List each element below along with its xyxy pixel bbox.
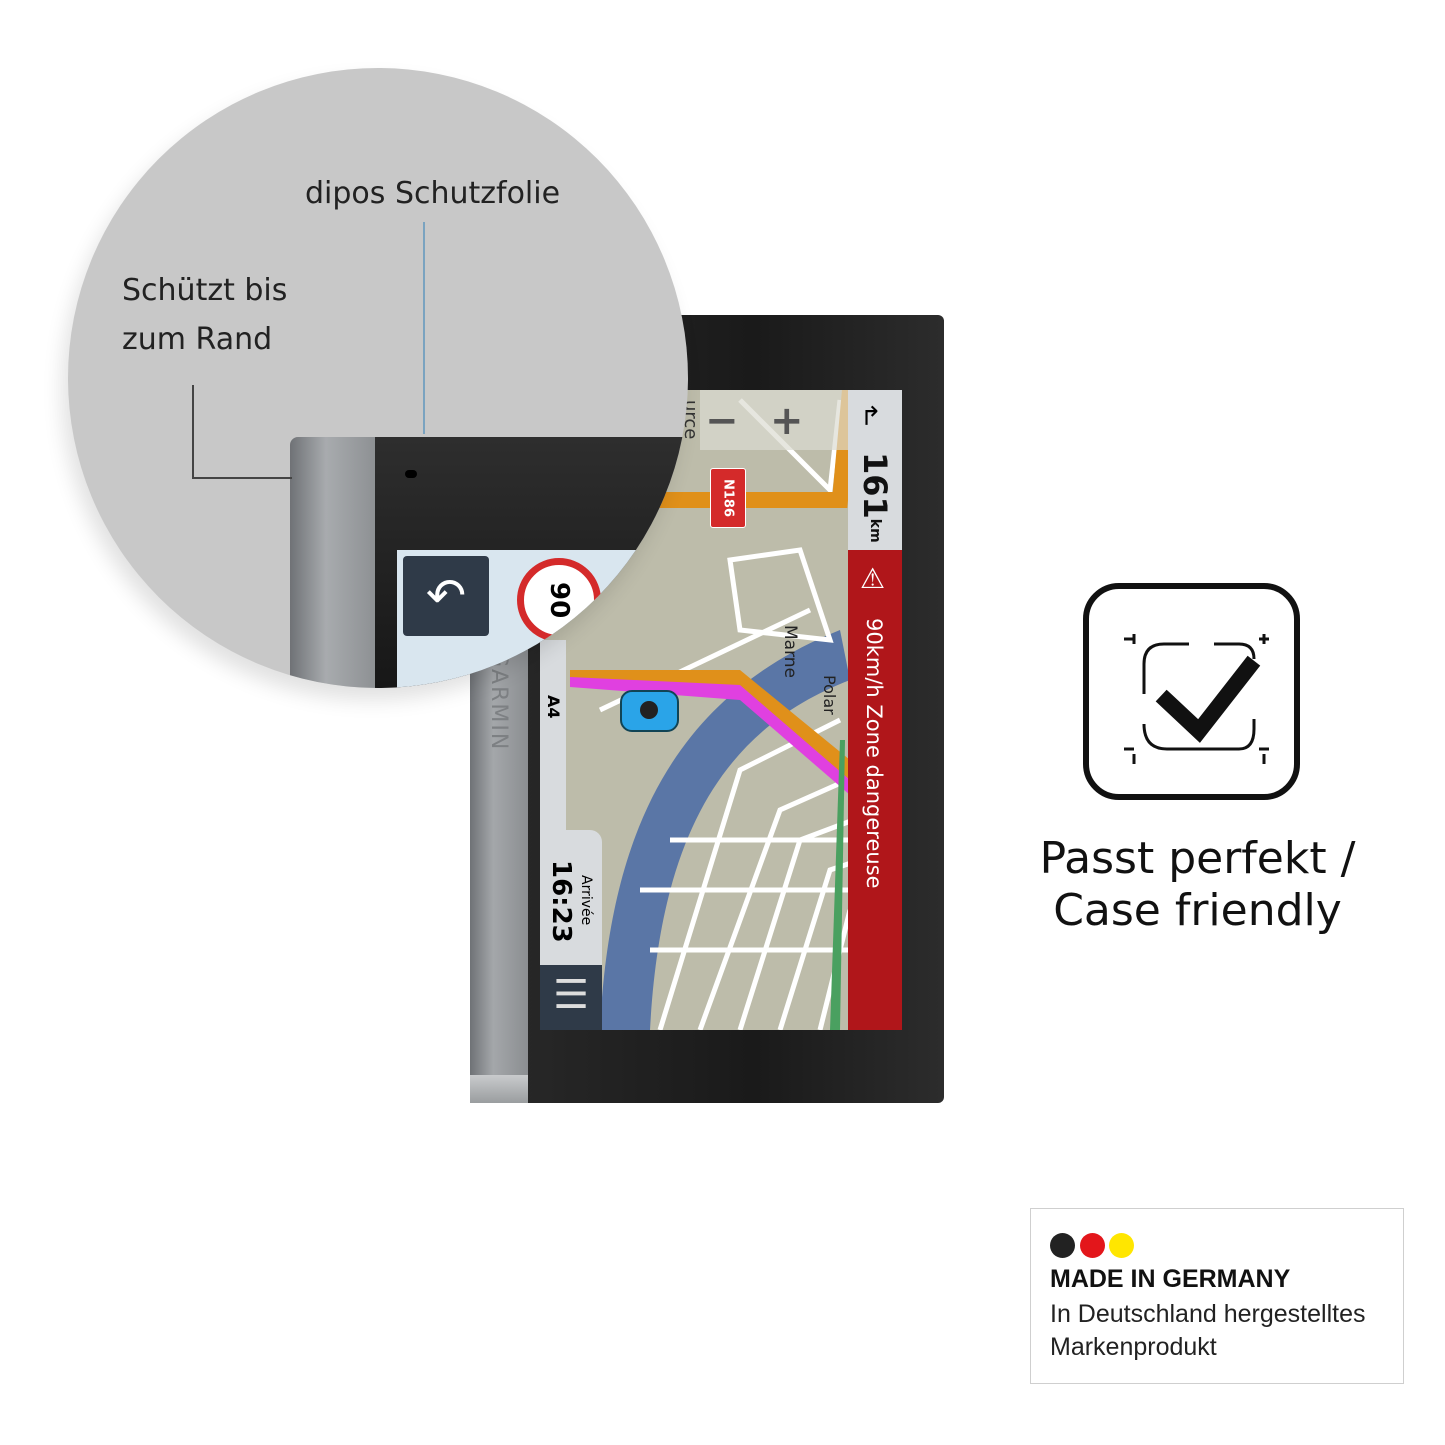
edge-label-line2: zum Rand xyxy=(122,322,273,357)
u-turn-icon: ↶ xyxy=(403,556,489,636)
speed-limit-sign: 90 xyxy=(517,558,601,642)
current-road: A4 xyxy=(544,695,563,719)
street-label: Polar xyxy=(820,675,839,715)
river-label: Marne xyxy=(780,625,800,679)
warning-text: 90km/h Zone dangereuse xyxy=(862,618,886,889)
arrival-time: 16:23 xyxy=(546,860,576,943)
sensor xyxy=(405,470,417,478)
turn-arrow-icon: ↱ xyxy=(860,402,882,432)
river xyxy=(600,630,850,1030)
edge-label-line1: Schützt bis xyxy=(122,273,288,308)
film-label: dipos Schutzfolie xyxy=(305,176,561,211)
menu-icon: ☰ xyxy=(553,972,589,1018)
badge-line2: Markenprodukt xyxy=(1050,1333,1217,1361)
feature-line1: Passt perfekt / xyxy=(1039,833,1356,884)
zoom-out-button[interactable]: − xyxy=(705,398,739,444)
arrival-panel[interactable]: 16:23 Arrivée xyxy=(540,830,602,965)
film-pointer-line xyxy=(423,222,425,434)
device-side-trim xyxy=(470,640,528,1103)
flag-dot-red xyxy=(1080,1233,1105,1258)
check-fit-icon xyxy=(1083,583,1300,800)
warning-icon: ⚠ xyxy=(860,562,886,595)
distance-unit: km xyxy=(867,518,883,543)
next-turn-panel[interactable]: ↱ 161km xyxy=(848,390,902,550)
route xyxy=(570,677,850,795)
magnifier-callout: ↶ 90 dipos Schutzfolie Schützt bis zum R… xyxy=(68,68,688,688)
badge-line1: In Deutschland hergestelltes xyxy=(1050,1300,1366,1328)
gps-screen[interactable]: + − urce N186 Marne Polar ↱ 161km ⚠ 90km… xyxy=(540,390,902,1030)
edge-pointer-line xyxy=(192,385,292,479)
made-in-germany-badge: MADE IN GERMANY In Deutschland hergestel… xyxy=(1030,1208,1404,1384)
warning-banner: ⚠ 90km/h Zone dangereuse xyxy=(848,550,902,1030)
car-position-icon xyxy=(620,690,679,732)
feature-line2: Case friendly xyxy=(1053,885,1342,936)
zoomed-trim xyxy=(290,437,380,688)
flag-dot-gold xyxy=(1109,1233,1134,1258)
arrival-label: Arrivée xyxy=(578,875,594,926)
menu-button[interactable]: ☰ xyxy=(540,965,602,1030)
road-shield: N186 xyxy=(710,468,746,528)
zoom-in-button[interactable]: + xyxy=(770,398,804,444)
flag-dot-black xyxy=(1050,1233,1075,1258)
zoomed-screen: ↶ 90 xyxy=(397,550,688,688)
distance-value: 161 xyxy=(856,452,894,519)
device-side-cap xyxy=(470,1075,528,1103)
badge-title: MADE IN GERMANY xyxy=(1050,1265,1291,1293)
